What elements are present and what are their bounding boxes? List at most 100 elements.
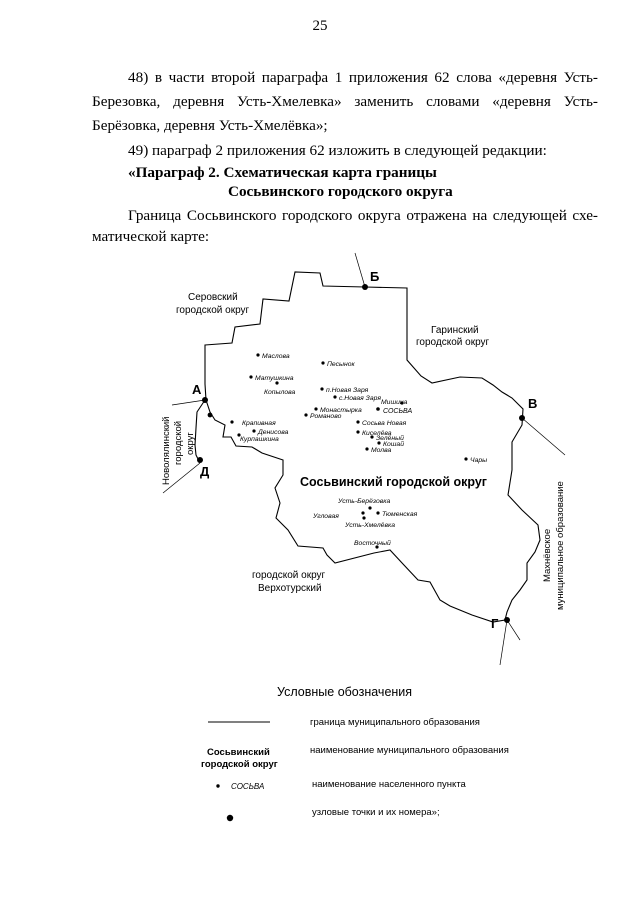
settlement-koshai: Кошай (383, 440, 404, 448)
settlement-romanovo: Романово (310, 413, 342, 420)
settlement-dot-krapivnaya (230, 420, 234, 424)
settlement-novaya-zarya-s: с.Новая Заря (339, 395, 381, 402)
legend-boundary-desc: граница муниципального образования (310, 717, 480, 728)
heading-line2: Сосьвинского городского округа (228, 183, 453, 200)
settlement-denisova: Денисова (257, 429, 289, 436)
node-point-inner (207, 412, 213, 418)
settlement-dot-matushkina (249, 375, 253, 379)
settlement-ust-beryozovka: Усть-Берёзовка (337, 498, 390, 505)
settlement-dot-vostochny (375, 545, 379, 549)
neighbor-verkhotur-1: городской округ (252, 570, 326, 581)
para48-line2: Березовка, деревня Усть-Хмелевка» замени… (92, 93, 598, 110)
node-point-g (504, 617, 510, 623)
node-point-d (197, 457, 203, 463)
settlement-dot-kopylova (275, 381, 279, 385)
settlement-kopylova: Копылова (264, 389, 296, 396)
node-label-v: В (528, 396, 537, 411)
settlement-dot-tyumenskaya (376, 511, 380, 515)
page-number: 25 (312, 18, 328, 34)
node-label-g: Г (491, 616, 499, 631)
divider-line-b (354, 252, 366, 288)
settlement-kurpashkina: Курпашкина (240, 436, 279, 443)
neighbor-serov-2: городской округ (176, 305, 250, 316)
neighbor-novolyalin-3: округ (185, 432, 196, 455)
settlement-dot-mishino (400, 401, 404, 405)
settlement-dot-novaya-zarya-s (333, 395, 337, 399)
settlement-ust-khmelyovka: Усть-Хмелёвка (344, 522, 395, 529)
node-label-a: А (192, 382, 202, 397)
district-boundary (204, 271, 541, 623)
settlement-dot-denisova (252, 429, 256, 433)
settlement-molva: Молва (371, 447, 392, 454)
node-point-a (202, 397, 208, 403)
neighbor-novolyalin-2: городской (173, 421, 184, 465)
neighbor-makhnev-2: муниципальное образование (555, 481, 566, 610)
settlement-dot-kurpashkina (237, 433, 241, 437)
legend-settlement-dot (216, 784, 220, 788)
legend-name-desc: наименование муниципального образования (310, 745, 509, 756)
settlement-monastyrka: Монастырка (320, 407, 362, 414)
divider-line-g (499, 619, 508, 666)
settlement-krapivnaya: Крапивная (242, 420, 276, 427)
divider-line-d (162, 462, 201, 494)
node-label-d: Д (200, 464, 210, 479)
node-label-b: Б (370, 269, 379, 284)
neighbor-garin-2: городской округ (416, 337, 490, 348)
para48-line1: 48) в части второй параграфа 1 приложени… (128, 69, 598, 86)
node-point-v (519, 415, 525, 421)
settlement-dot-ust-khmelyovka (362, 516, 366, 520)
settlement-zelyony: Зелёный (376, 434, 404, 442)
divider-line-v (521, 417, 566, 456)
west-boundary (194, 399, 206, 464)
settlement-sosva: СОСЬВА (383, 408, 412, 415)
divider-line-g2 (506, 619, 521, 641)
intro-line1: Граница Сосьвинского городского округа о… (128, 207, 598, 224)
settlement-tyumenskaya: Тюменская (382, 511, 418, 518)
divider-line-a (171, 399, 206, 406)
settlement-dot-monastyrka (314, 407, 318, 411)
legend-title: Условные обозначения (277, 685, 412, 699)
neighbor-novolyalin-1: Новолялинский (161, 417, 172, 485)
legend-node-desc: узловые точки и их номера»; (312, 807, 440, 818)
settlement-dot-pesynok (321, 361, 325, 365)
settlement-vostochny: Восточный (354, 539, 391, 547)
settlement-matushkina: Матушкина (255, 375, 294, 382)
legend-name-sample-2: городской округ (201, 759, 278, 770)
node-point-b (362, 284, 368, 290)
settlement-dot-sosva-novaya (356, 420, 360, 424)
settlement-sosva-novaya: Сосьва Новая (362, 420, 407, 427)
intro-line2: матической карте: (92, 228, 210, 245)
para48-line3: Берёзовка, деревня Усть-Хмелёвка»; (92, 117, 328, 134)
settlement-pesynok: Песынок (327, 361, 356, 368)
legend-settlement-desc: наименование населенного пункта (312, 779, 467, 790)
settlement-novaya-zarya-p: п.Новая Заря (326, 387, 369, 394)
settlement-dot-koshai (377, 441, 381, 445)
settlement-mishino: Мишина (381, 399, 408, 406)
region-title: Сосьвинский городской округ (300, 475, 487, 489)
settlement-dot-sosva (376, 407, 380, 411)
heading-line1: «Параграф 2. Схематическая карта границы (128, 164, 437, 181)
neighbor-serov-1: Серовский (188, 292, 238, 303)
settlement-chary: Чары (470, 457, 487, 464)
para49: 49) параграф 2 приложения 62 изложить в … (128, 142, 547, 159)
settlement-dot-kiselyova (356, 430, 360, 434)
settlement-dot-uglovaya (361, 511, 365, 515)
settlement-dot-maslova (256, 353, 260, 357)
settlement-dot-chary (464, 457, 468, 461)
legend-node-dot (226, 814, 234, 822)
settlement-uglovaya: Угловая (312, 513, 339, 520)
settlement-dot-romanovo (304, 413, 308, 417)
settlement-dot-molva (365, 447, 369, 451)
settlement-dot-novaya-zarya-p (320, 387, 324, 391)
legend-name-sample-1: Сосьвинский (207, 747, 270, 758)
neighbor-garin-1: Гаринский (431, 325, 479, 336)
neighbor-makhnev-1: Махнёвское (542, 529, 553, 582)
legend-settlement-sample: СОСЬВА (231, 782, 264, 791)
settlement-kiselyova: Киселёва (362, 430, 392, 437)
settlement-maslova: Маслова (262, 353, 290, 360)
neighbor-verkhotur-2: Верхотурский (258, 583, 322, 594)
settlement-dot-ust-beryozovka (368, 506, 372, 510)
settlement-dot-zelyony (370, 435, 374, 439)
settlement-dots (230, 353, 468, 549)
